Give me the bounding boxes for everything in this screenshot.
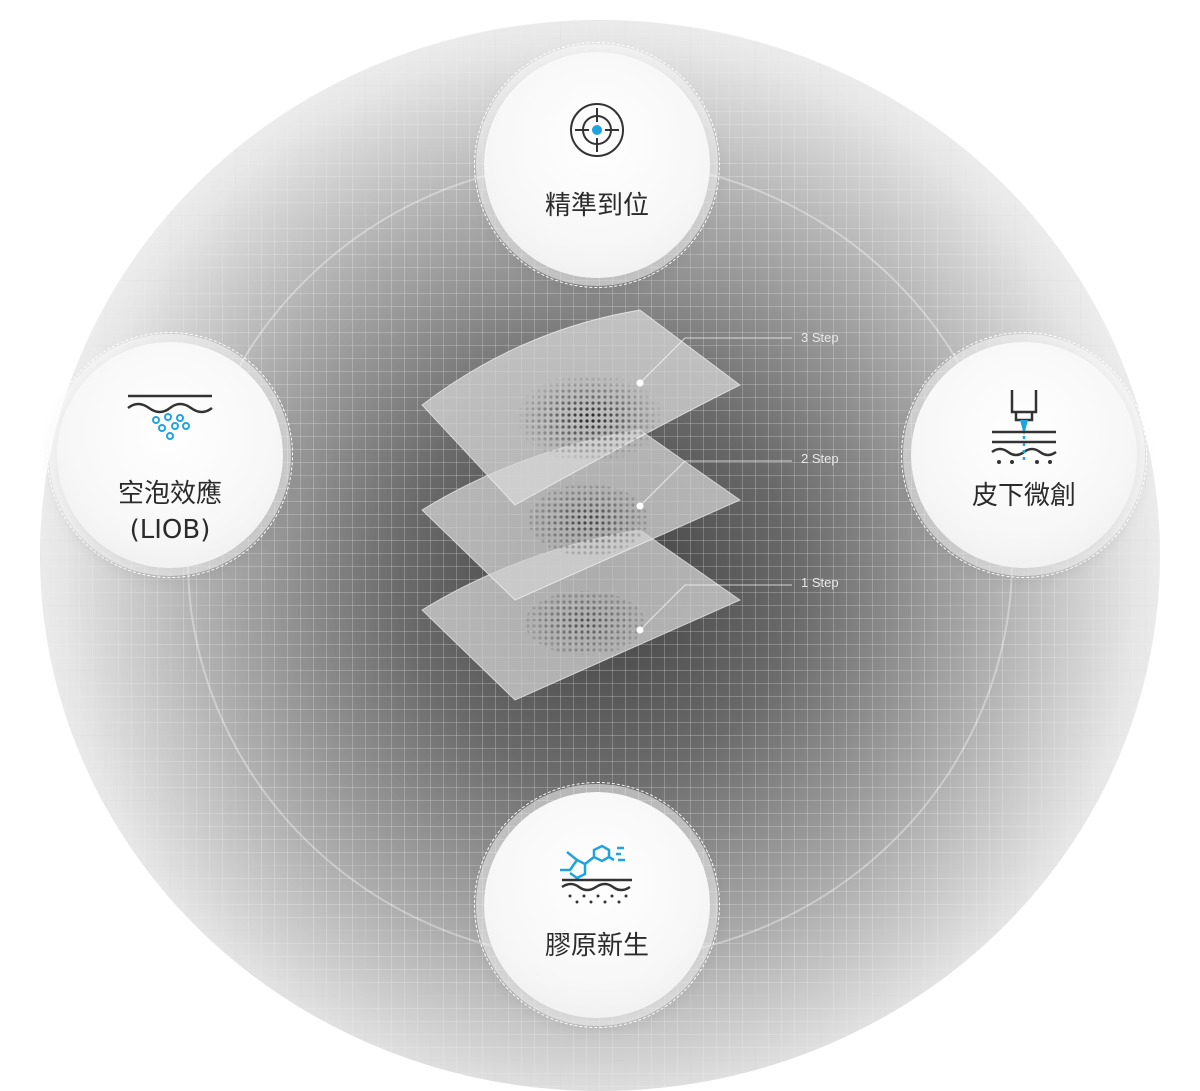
skin-bubbles-icon <box>127 394 213 440</box>
collagen-molecule-icon <box>560 844 632 904</box>
node-label: 皮下微創 <box>971 481 1076 511</box>
node-label: 精準到位 <box>544 191 649 221</box>
node-label: 空泡效應 <box>117 479 222 509</box>
node-subdermal: 皮下微創 <box>901 332 1147 578</box>
node-precision: 精準到位 <box>474 42 720 288</box>
step-3-label: 3 Step <box>801 330 839 345</box>
node-collagen: 膠原新生 <box>474 782 720 1028</box>
node-label: 膠原新生 <box>544 931 649 961</box>
crosshair-target-icon <box>570 103 624 157</box>
node-sublabel: (LIOB) <box>129 515 211 545</box>
step-1-label: 1 Step <box>801 575 839 590</box>
step-2-label: 2 Step <box>801 451 839 466</box>
step-leader-lines <box>639 337 792 631</box>
node-liob: 空泡效應 (LIOB) <box>47 332 293 578</box>
skin-layer-3 <box>421 309 741 506</box>
laser-skin-icon <box>991 390 1057 464</box>
